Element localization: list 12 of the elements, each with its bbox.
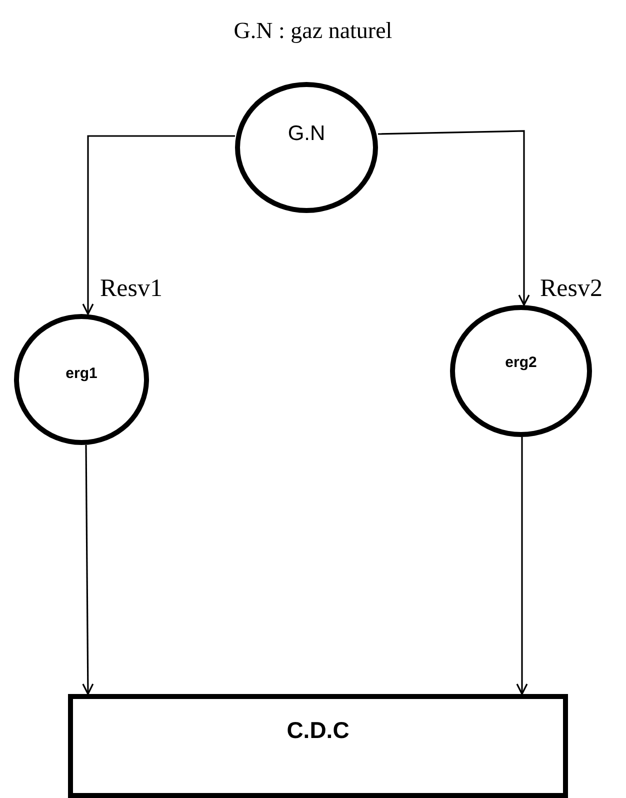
arrow [516, 437, 528, 695]
reservoir-label: Resv1 [100, 275, 162, 303]
node-label: G.N [288, 122, 326, 146]
arrow [378, 130, 530, 306]
node-label: erg1 [66, 365, 98, 382]
node-label: C.D.C [286, 717, 350, 745]
process-box [68, 694, 568, 798]
arrow [82, 445, 94, 695]
reservoir-label: Resv2 [540, 275, 602, 303]
arrow [82, 135, 235, 315]
node-label: erg2 [505, 354, 537, 370]
title: G.N : gaz naturel [232, 18, 394, 44]
